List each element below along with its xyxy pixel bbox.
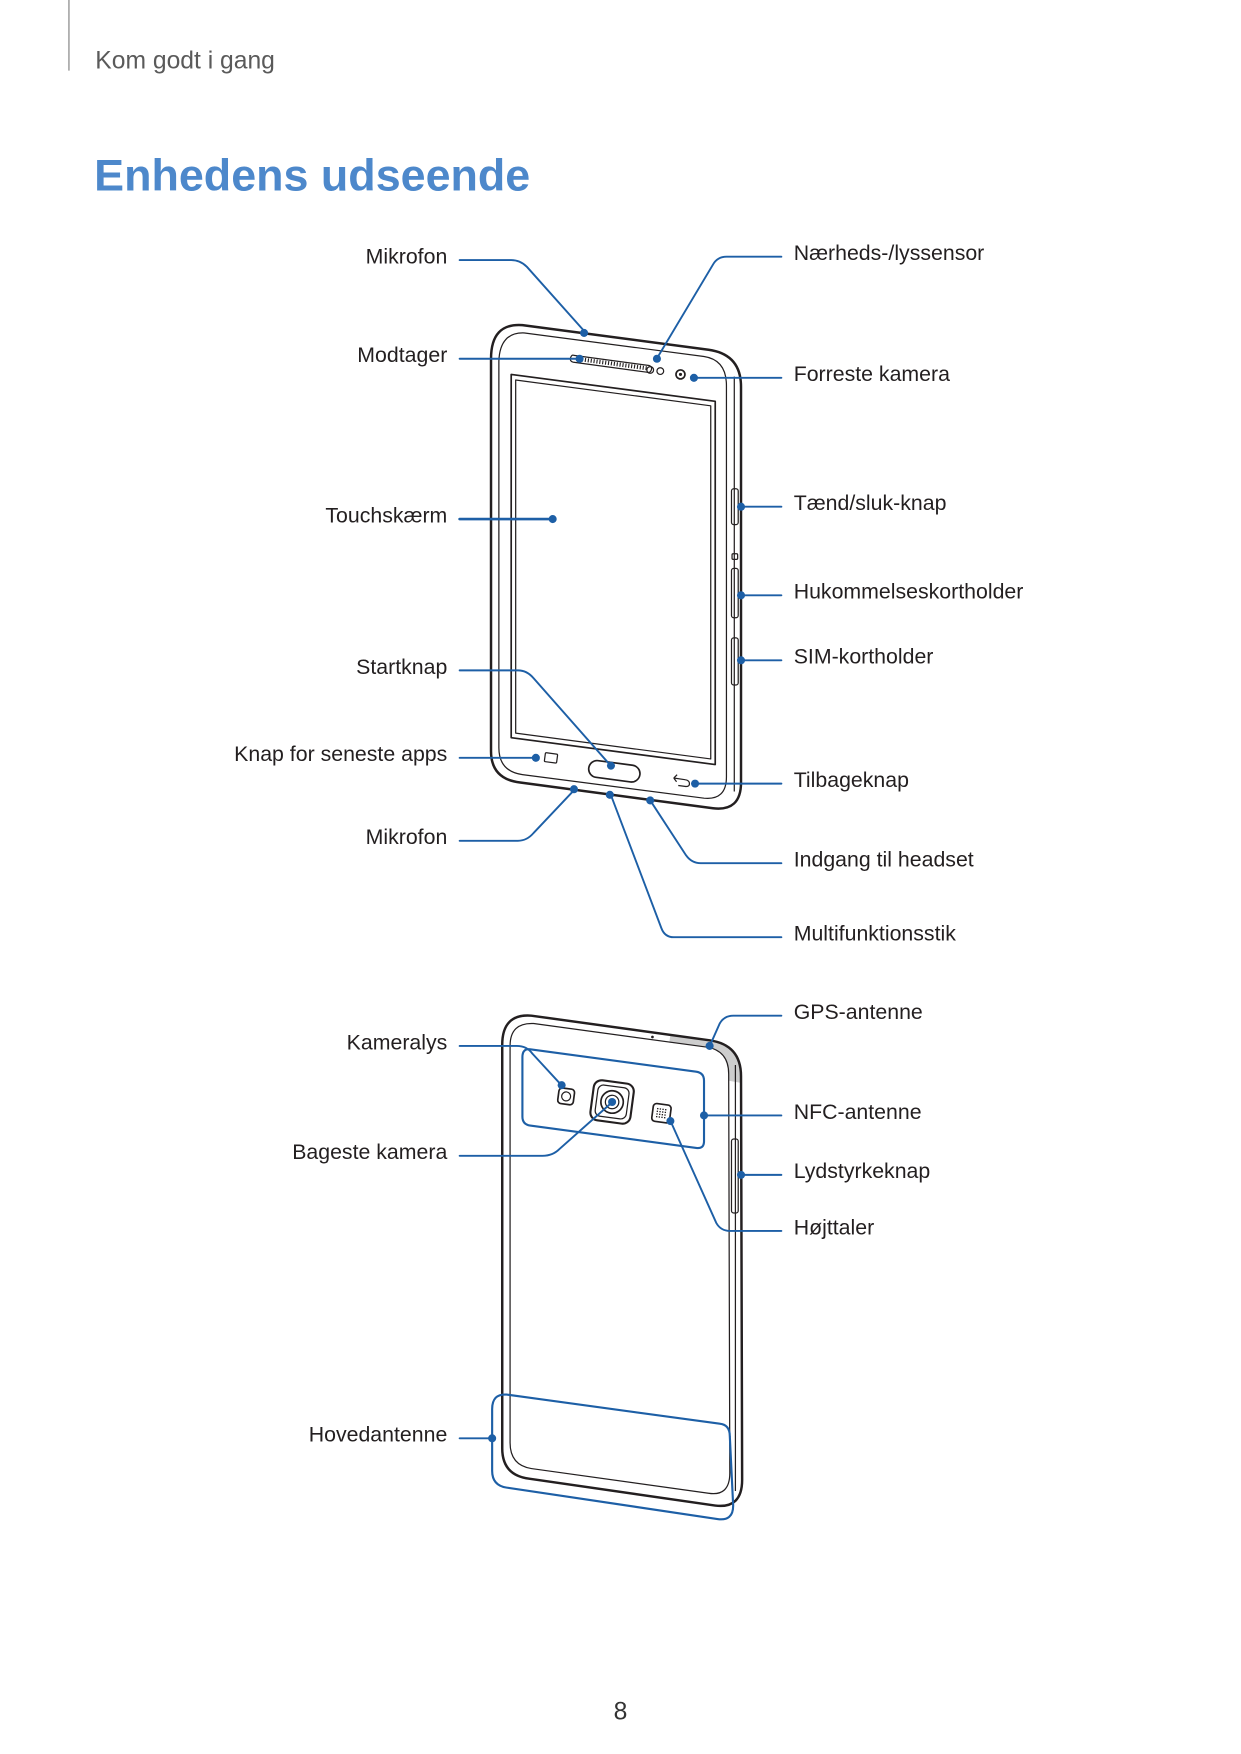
- side-hole: [731, 553, 739, 561]
- callout-dot-gps-antenna: [705, 1041, 714, 1050]
- flash-housing: [556, 1087, 576, 1106]
- rear-camera-housing: [589, 1079, 635, 1125]
- label-touchscreen: Touchskærm: [325, 504, 448, 529]
- label-rear-camera: Bageste kamera: [292, 1141, 448, 1165]
- top-microphone-hole: [651, 1035, 654, 1039]
- callout-line-flash: [458, 1044, 561, 1084]
- recent-apps-key-icon: [543, 752, 559, 764]
- touchscreen-inner-edge: [515, 379, 712, 760]
- callout-dot-front-camera: [689, 373, 698, 382]
- label-proximity-sensor: Nærheds-/lyssensor: [793, 242, 985, 266]
- callout-dot-volume-key: [736, 1170, 746, 1179]
- callout-dot-speaker: [666, 1117, 675, 1126]
- label-headset-jack: Indgang til headset: [793, 848, 974, 873]
- callout-dot-back-key: [691, 779, 700, 788]
- callout-line-top-microphone: [458, 259, 584, 331]
- rear-camera-inner-frame: [594, 1084, 630, 1120]
- speaker-grille: [655, 1106, 668, 1120]
- callout-dot-memory-card-tray: [736, 591, 746, 600]
- label-gps-antenna: GPS-antenne: [793, 1001, 923, 1025]
- label-speaker: Højttaler: [793, 1216, 875, 1240]
- callout-dot-receiver: [575, 354, 584, 363]
- callout-dot-flash: [557, 1081, 566, 1090]
- callout-line-proximity-sensor: [657, 255, 783, 358]
- label-receiver: Modtager: [357, 344, 448, 368]
- label-flash: Kameralys: [346, 1031, 448, 1055]
- label-nfc-antenna: NFC-antenne: [793, 1100, 922, 1125]
- front-camera-center: [678, 372, 683, 377]
- light-sensor: [656, 367, 665, 376]
- nfc-antenna-zone: [521, 1048, 706, 1150]
- callout-line-multipurpose-jack: [611, 797, 783, 939]
- callout-dot-recent-apps-key: [531, 753, 540, 762]
- rear-camera-lens-ring: [600, 1089, 625, 1115]
- proximity-sensor: [646, 365, 655, 374]
- label-multipurpose-jack: Multifunktionsstik: [793, 922, 956, 947]
- back-key-icon: [673, 774, 691, 788]
- label-front-camera: Forreste kamera: [793, 363, 950, 387]
- header-rule: [68, 0, 70, 71]
- front-device-bezel-edge: [498, 332, 728, 799]
- camera-flash: [556, 1087, 576, 1106]
- back-view-callouts: [458, 1014, 783, 1443]
- speaker-housing: [650, 1102, 672, 1124]
- callout-line-rear-camera: [458, 1103, 611, 1157]
- label-main-antenna: Hovedantenne: [308, 1423, 448, 1448]
- rear-camera-module: [589, 1079, 635, 1125]
- label-bottom-microphone: Mikrofon: [365, 826, 448, 850]
- section-header: Kom godt i gang: [95, 45, 275, 74]
- callout-line-bottom-microphone: [458, 790, 574, 842]
- callout-line-home-key: [458, 669, 610, 765]
- gps-antenna-zone: [669, 1034, 742, 1083]
- front-camera-lens: [675, 369, 686, 380]
- rear-camera-lens: [604, 1094, 620, 1110]
- main-antenna-zone: [491, 1393, 735, 1521]
- callout-line-headset-jack: [651, 802, 783, 865]
- label-top-microphone: Mikrofon: [365, 245, 448, 270]
- speaker: [650, 1102, 672, 1124]
- home-button: [587, 759, 641, 783]
- label-home-key: Startknap: [356, 655, 448, 680]
- page-title: Enhedens udseende: [94, 151, 531, 201]
- back-device-outer-frame: [500, 1014, 744, 1508]
- front-device-outer-frame: [489, 323, 743, 810]
- callout-dot-proximity-sensor: [652, 354, 661, 363]
- label-recent-apps-key: Knap for seneste apps: [234, 743, 448, 767]
- callout-dot-rear-camera: [608, 1097, 617, 1107]
- back-cover-edge: [509, 1022, 731, 1495]
- front-view-callouts: [458, 255, 783, 939]
- callout-dot-nfc-antenna: [699, 1111, 709, 1120]
- callout-dot-touchscreen: [548, 515, 557, 524]
- callout-dot-power-key: [736, 502, 746, 511]
- receiver-grille: [575, 356, 648, 371]
- receiver-outline: [569, 354, 653, 374]
- callout-dot-sim-card-tray: [736, 656, 746, 665]
- label-back-key: Tilbageknap: [793, 769, 909, 793]
- touchscreen-panel: [510, 373, 717, 766]
- label-volume-key: Lydstyrkeknap: [793, 1160, 931, 1184]
- label-power-key: Tænd/sluk-knap: [793, 492, 947, 516]
- page-number: 8: [613, 1697, 628, 1726]
- label-sim-card-tray: SIM-kortholder: [793, 645, 934, 670]
- front-view-device: [489, 323, 743, 810]
- callout-dot-headset-jack: [646, 796, 655, 805]
- callout-dot-bottom-microphone: [569, 785, 579, 794]
- flash-lens: [561, 1091, 572, 1102]
- callout-dot-main-antenna: [488, 1434, 497, 1443]
- callout-dot-multipurpose-jack: [605, 790, 614, 799]
- callout-line-speaker: [670, 1122, 783, 1232]
- callout-dot-top-microphone: [580, 328, 589, 337]
- callout-dot-home-key: [606, 761, 616, 770]
- label-memory-card-tray: Hukommelseskortholder: [793, 580, 1024, 605]
- callout-line-gps-antenna: [709, 1014, 783, 1045]
- back-view-device: [491, 1014, 744, 1521]
